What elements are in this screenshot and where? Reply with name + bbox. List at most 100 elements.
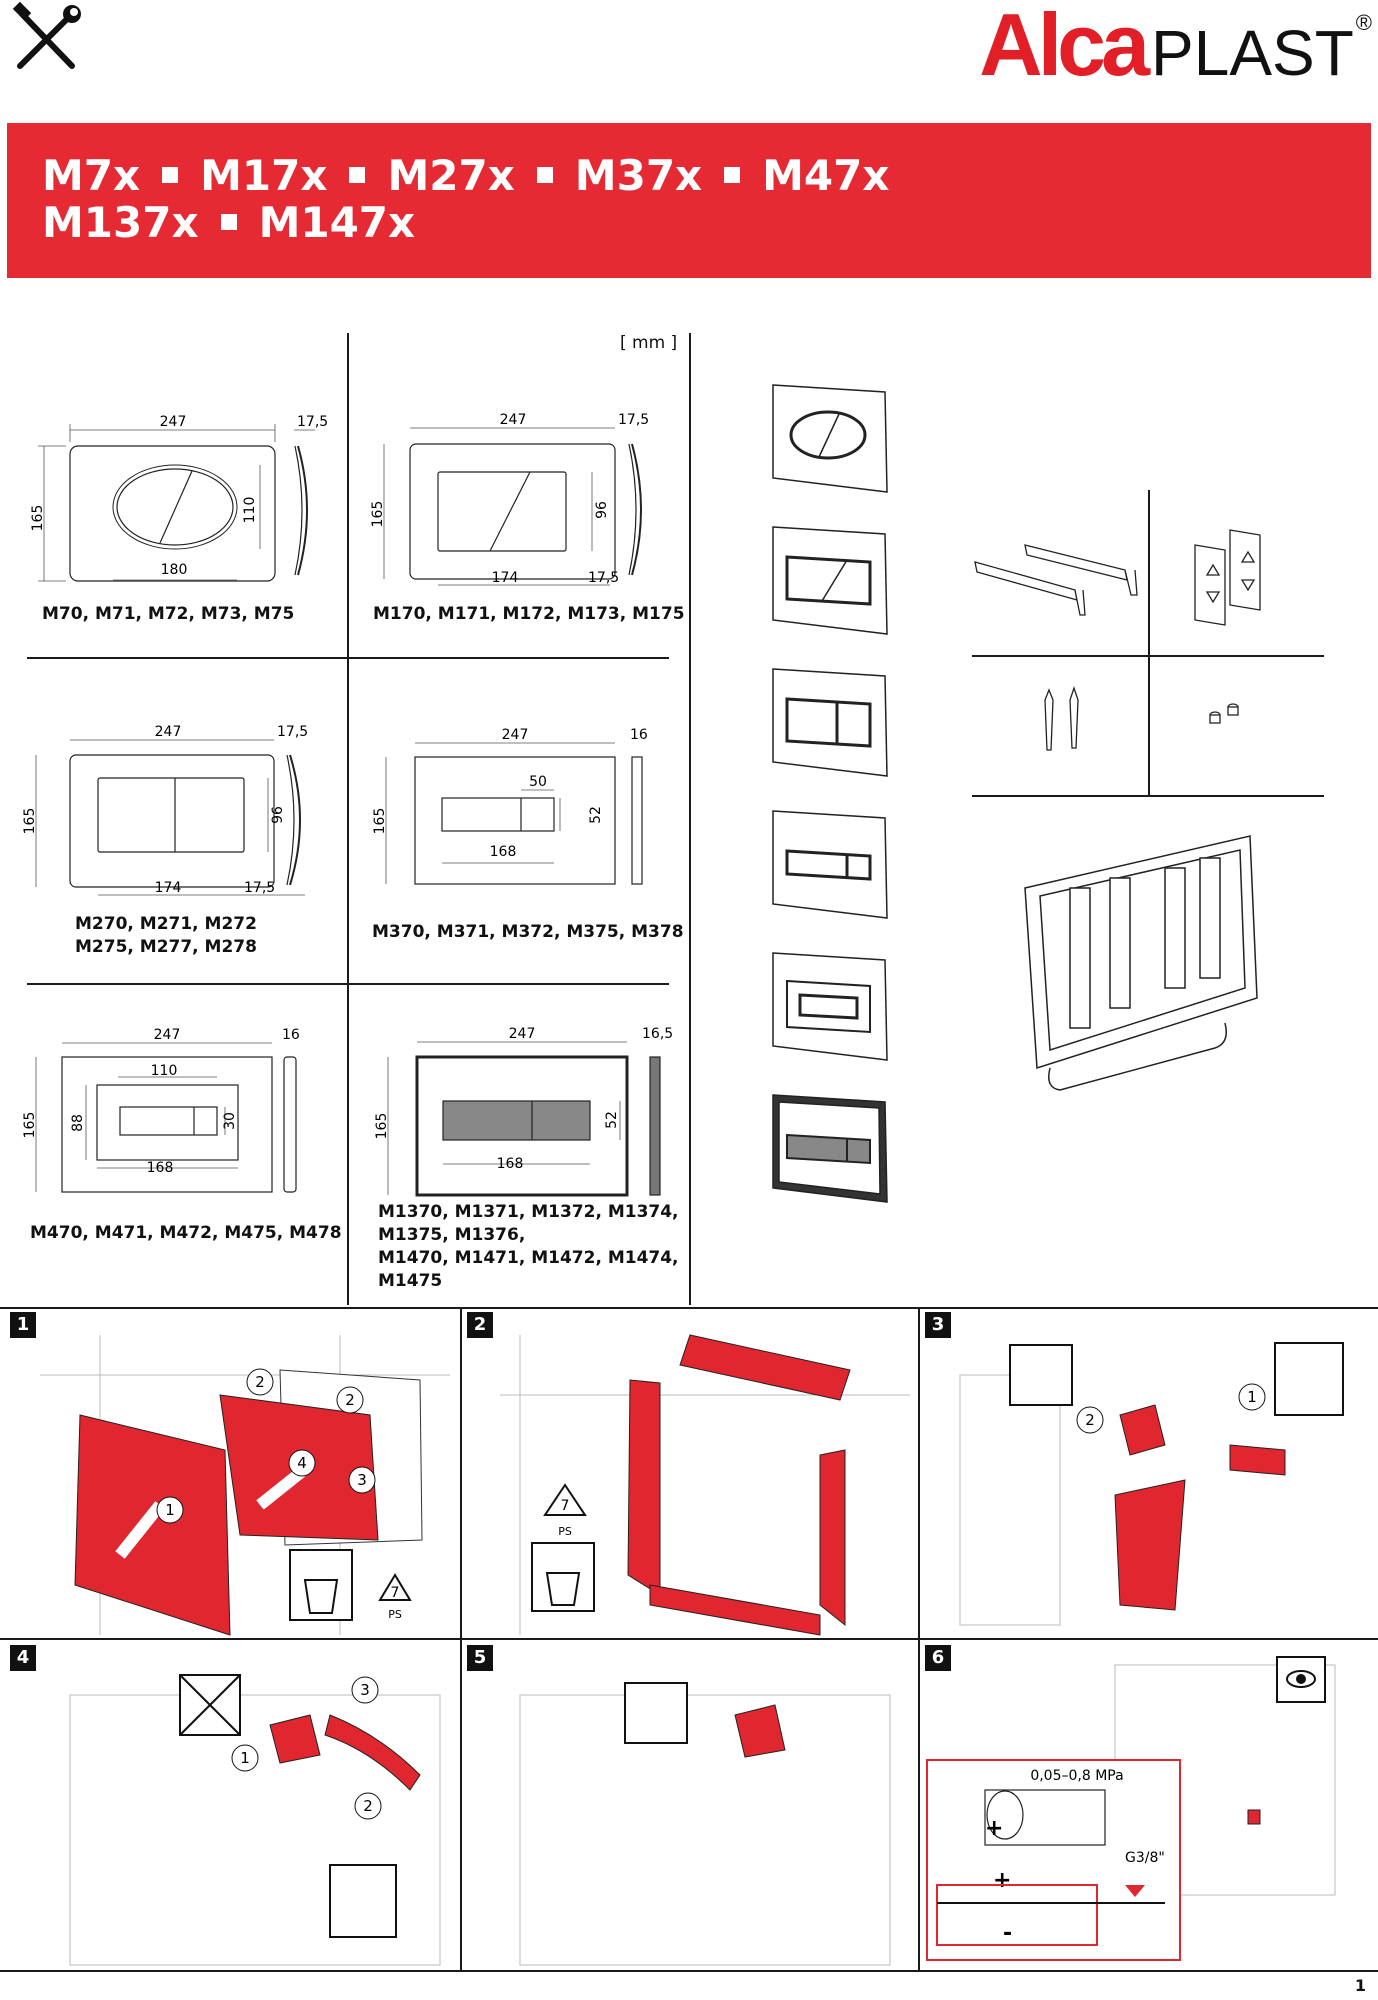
model-label-line: M1375, M1376, (378, 1225, 526, 1245)
dim-outer-height: 88 (70, 1114, 86, 1132)
plate-split-icon (772, 668, 888, 777)
model-label-line: M1370, M1371, M1372, M1374, (378, 1202, 679, 1222)
dim-inner-width: 174 (155, 880, 182, 896)
water-drops-icon (1009, 1344, 1073, 1406)
step-number-6: 6 (925, 1645, 951, 1671)
page-number: 1 (1354, 1976, 1366, 1995)
callout-number: 2 (255, 1373, 265, 1391)
square-bullet-icon (349, 166, 366, 183)
banner-model: M137x (42, 198, 199, 247)
rail-icon (974, 544, 1138, 616)
model-label-line: M1470, M1471, M1472, M1474, (378, 1248, 679, 1268)
banner-model: M47x (762, 151, 890, 200)
thread-label: G3/8" (1125, 1850, 1165, 1866)
steps-divider (918, 1307, 920, 1972)
dim-button: 50 (529, 774, 547, 790)
dim-depth: 17,5 (618, 412, 649, 428)
dimension-drawing-m170: 247 165 17,5 96 174 17,5 (370, 412, 649, 586)
recycle-icon (378, 1573, 412, 1601)
accessory-parts (974, 529, 1261, 751)
dim-width: 247 (155, 724, 182, 740)
dim-inner-height: 52 (604, 1111, 620, 1129)
steps-bottom-border (0, 1970, 1378, 1972)
steps-top-border (0, 1307, 1378, 1309)
callout-number: 2 (1085, 1411, 1095, 1429)
dim-height: 165 (22, 808, 38, 835)
callout-number: 1 (240, 1749, 250, 1767)
brand-plast: PLAST (1151, 17, 1354, 89)
dim-height: 165 (374, 1113, 390, 1140)
step-2-remove-red-frame: 7 PS (500, 1334, 910, 1636)
dim-height: 165 (370, 501, 386, 528)
water-drops-icon (624, 1682, 688, 1744)
recycle-label: PS (388, 1608, 402, 1621)
hook-icon (1044, 685, 1079, 751)
dim-width: 247 (509, 1026, 536, 1042)
dim-inner-width: 174 (492, 570, 519, 586)
step-number-4: 4 (10, 1645, 36, 1671)
plate-slim-icon (772, 810, 888, 919)
callout-number: 2 (363, 1797, 373, 1815)
pressure-label: 0,05–0,8 MPa (1030, 1768, 1123, 1784)
callout-number: 2 (345, 1391, 355, 1409)
cap-icon (1209, 703, 1239, 724)
model-label-m1370: M1370, M1371, M1372, M1374, M1375, M1376… (378, 1201, 679, 1293)
dim-width: 247 (160, 414, 187, 430)
dim-depth: 16 (282, 1027, 300, 1043)
brand-alca: Alca (979, 0, 1150, 94)
step-number-3: 3 (925, 1312, 951, 1338)
dim-outer-button: 110 (151, 1063, 178, 1079)
dim-width: 247 (502, 727, 529, 743)
banner-model: M37x (574, 151, 703, 200)
step-1-remove-protective-cover: 2 2 4 3 1 7 PS (40, 1335, 450, 1636)
dim-width: 247 (154, 1027, 181, 1043)
brand-logo: AlcaPLAST® (979, 0, 1372, 90)
square-bullet-icon (162, 166, 179, 183)
step-6-check-pressure: 0,05–0,8 MPa G3/8" + + - (926, 1656, 1336, 1961)
dim-inner-width: 168 (497, 1156, 524, 1172)
grid-divider (347, 333, 349, 1305)
dim-depth-2: 17,5 (244, 880, 275, 896)
step-number-2: 2 (467, 1312, 493, 1338)
square-bullet-icon (536, 166, 553, 183)
steps-middle-border (0, 1638, 1378, 1640)
accessory-divider (1148, 490, 1150, 795)
trash-bin-icon (289, 1549, 353, 1621)
eye-icon (1276, 1656, 1326, 1703)
step-3-remove-valve-cap: 2 1 (959, 1342, 1344, 1626)
dim-depth-2: 17,5 (588, 570, 619, 586)
grid-divider (27, 983, 669, 985)
callout-number: 1 (1247, 1388, 1257, 1406)
dim-inner-height: 30 (222, 1112, 238, 1130)
plus-sign: + (985, 1816, 1003, 1841)
dim-inner-width: 168 (490, 844, 517, 860)
dim-inner-width: 168 (147, 1160, 174, 1176)
trash-bin-icon (531, 1542, 595, 1612)
dim-inner-height: 96 (594, 501, 610, 519)
dim-depth: 17,5 (297, 414, 328, 430)
model-label-line: M270, M271, M272 (75, 914, 257, 934)
grid-divider (689, 333, 691, 1305)
dim-height: 165 (30, 505, 46, 532)
callout-number: 1 (165, 1501, 175, 1519)
dimension-drawing-m270: 247 165 17,5 96 174 17,5 (22, 724, 308, 896)
plate-diagonal-icon (772, 526, 888, 635)
plate-dark-icon (772, 1094, 888, 1203)
plate-oval-icon (772, 384, 888, 493)
no-water-icon (179, 1674, 241, 1736)
banner-model: M27x (387, 151, 515, 200)
mounting-frame-drawing (1024, 835, 1258, 1091)
dimension-drawing-m470: 247 165 16 110 88 30 168 (22, 1027, 300, 1193)
hand-icon (1274, 1342, 1344, 1416)
square-bullet-icon (220, 213, 237, 230)
dim-height: 165 (22, 1112, 38, 1139)
plate-framed-icon (772, 952, 888, 1061)
dimension-drawing-m70: 247 165 17,5 110 180 (30, 414, 328, 582)
accessory-divider (972, 795, 1324, 797)
square-bullet-icon (724, 166, 741, 183)
steps-divider (460, 1307, 462, 1972)
dim-depth: 17,5 (277, 724, 308, 740)
banner-model: M147x (258, 198, 416, 247)
